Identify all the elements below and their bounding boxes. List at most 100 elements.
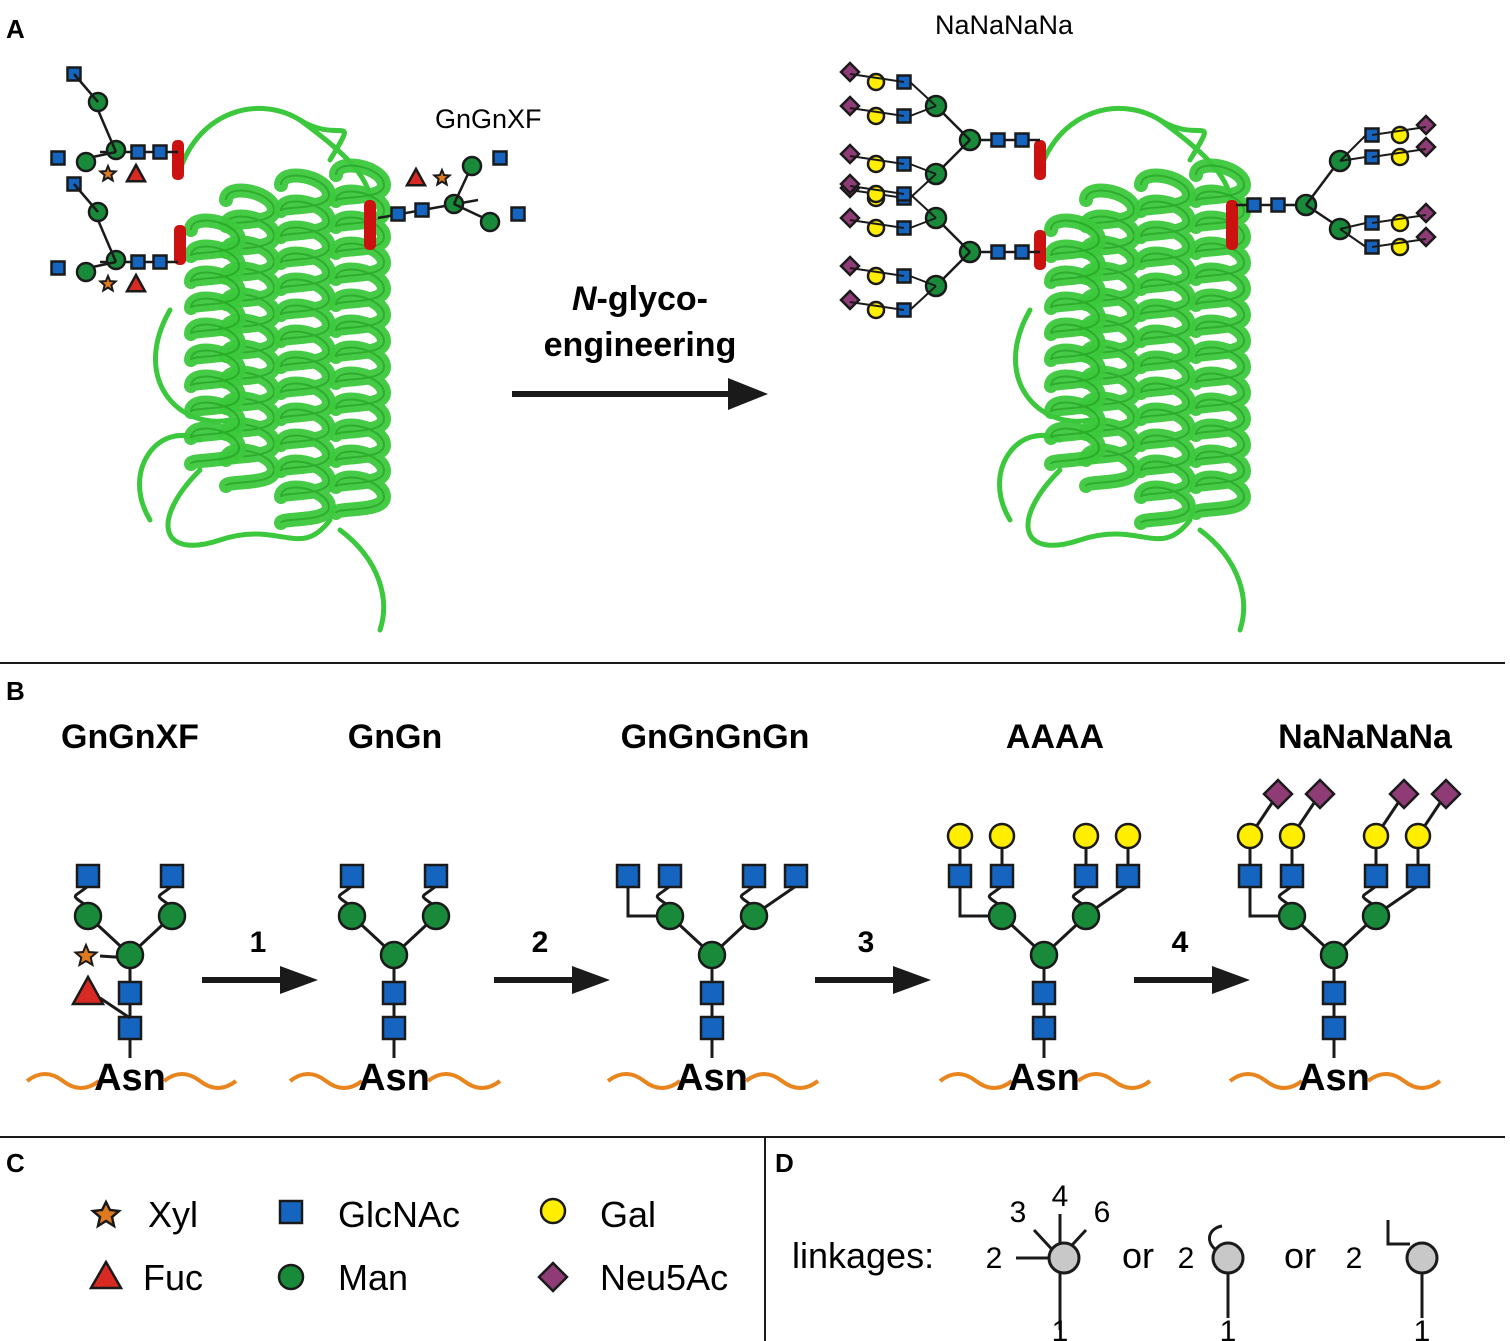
neu5ac-diamond-icon <box>1415 202 1437 224</box>
panel-letter-c: C <box>6 1148 25 1178</box>
man-circle-icon <box>75 151 97 173</box>
glcnac-square-icon <box>117 980 143 1006</box>
glcnac-square-icon <box>1014 132 1030 148</box>
legend-label-man: Man <box>338 1257 408 1298</box>
legend-glcnac: GlcNAc <box>278 1194 460 1235</box>
neu5ac-diamond-icon <box>1388 778 1420 810</box>
protein-loop <box>1037 105 1207 173</box>
man-circle-icon <box>987 901 1017 931</box>
glcnac-square-icon <box>657 863 683 889</box>
man-circle-icon <box>1361 901 1391 931</box>
glcnac-square-icon <box>339 863 365 889</box>
triangle-icon <box>88 1259 124 1290</box>
linkage-node-2 <box>1211 1241 1245 1275</box>
glcnac-square-icon <box>1031 980 1057 1006</box>
linkage-pos-2b: 2 <box>1178 1242 1195 1275</box>
glcnac-square-icon <box>130 254 146 270</box>
legend-label-neu5ac: Neu5Ac <box>600 1257 728 1298</box>
glycan-right-bottom <box>839 173 1040 320</box>
gal-circle-icon <box>1072 822 1100 850</box>
star-icon <box>90 1199 122 1229</box>
glcnac-square-icon <box>130 144 146 160</box>
glcnac-square-icon <box>1363 863 1389 889</box>
linkage-pos-1c: 1 <box>1414 1315 1431 1341</box>
glycosylation-site <box>1034 140 1046 180</box>
neu5ac-diamond-icon <box>839 95 861 117</box>
gal-circle-icon <box>1278 822 1306 850</box>
circle-icon <box>277 1263 305 1291</box>
glcnac-square-icon <box>510 206 526 222</box>
or-text-1: or <box>1122 1235 1154 1276</box>
arrow-label-line1: N-glyco- <box>572 280 708 318</box>
neu5ac-diamond-icon <box>839 143 861 165</box>
neu5ac-diamond-icon <box>1430 778 1462 810</box>
glycan-gngngngn <box>615 863 809 1058</box>
glcnac-square-icon <box>152 144 168 160</box>
xyl-star-icon <box>97 163 119 183</box>
glycan-left-top <box>50 66 178 183</box>
neu5ac-diamond-icon <box>1262 778 1294 810</box>
glcnac-square-icon <box>50 260 66 276</box>
gal-circle-icon <box>1404 822 1432 850</box>
protein-helix <box>184 213 247 471</box>
square-icon <box>278 1199 304 1225</box>
glcnac-square-icon <box>152 254 168 270</box>
legend-man: Man <box>277 1257 408 1298</box>
glcnac-square-icon <box>1246 197 1262 213</box>
structure-title-gngngngn: GnGnGnGn <box>621 718 810 756</box>
glcnac-square-icon <box>615 863 641 889</box>
man-circle-icon <box>461 155 483 177</box>
asn-label-3: Asn <box>676 1057 748 1099</box>
linkage-diagram-2: 2 1 <box>1178 1224 1245 1341</box>
asn-label-2: Asn <box>358 1057 430 1099</box>
panel-letter-b: B <box>6 676 25 706</box>
glcnac-square-icon <box>1321 980 1347 1006</box>
linkage-diagram-3: 2 1 <box>1346 1220 1439 1341</box>
glycosylation-site <box>1034 230 1046 270</box>
protein-loop <box>1025 467 1193 548</box>
glcnac-square-icon <box>1270 197 1286 213</box>
glcnac-square-icon <box>492 150 508 166</box>
asn-site-1: Asn <box>25 1057 238 1099</box>
neu5ac-diamond-icon <box>839 289 861 311</box>
legend-label-gal: Gal <box>600 1194 656 1235</box>
step-arrow-1: 1 <box>202 926 318 994</box>
protein-loop <box>1197 527 1247 633</box>
glcnac-square-icon <box>117 1015 143 1041</box>
man-circle-icon <box>73 901 103 931</box>
glycosylation-site <box>1226 200 1238 250</box>
man-circle-icon <box>157 901 187 931</box>
neu5ac-diamond-icon <box>839 207 861 229</box>
glcnac-square-icon <box>159 863 185 889</box>
glcnac-square-icon <box>1321 1015 1347 1041</box>
step-label-1: 1 <box>250 926 267 959</box>
protein-loop <box>1012 307 1093 424</box>
step-label-4: 4 <box>1172 926 1189 959</box>
step-label-3: 3 <box>858 926 875 959</box>
step-arrow-2: 2 <box>494 926 610 994</box>
protein-helix <box>1044 213 1107 471</box>
man-circle-icon <box>1071 901 1101 931</box>
glcnac-square-icon <box>1279 863 1305 889</box>
xyl-star-icon <box>431 167 453 187</box>
glcnac-square-icon <box>1405 863 1431 889</box>
gngnxf-label-a: GnGnXF <box>435 104 542 134</box>
nananana-label-a: NaNaNaNa <box>935 10 1074 40</box>
glycan-right-side <box>1236 114 1437 257</box>
gal-circle-icon <box>1114 822 1142 850</box>
glcnac-square-icon <box>1073 863 1099 889</box>
glcnac-square-icon <box>1031 1015 1057 1041</box>
gal-circle-icon <box>1362 822 1390 850</box>
glycan-right-top <box>839 61 1040 208</box>
glycan-gngn <box>337 863 451 1058</box>
glcnac-square-icon <box>390 206 406 222</box>
glcnac-square-icon <box>1014 244 1030 260</box>
glycan-left-bottom <box>50 176 178 293</box>
glcnac-square-icon <box>699 1015 725 1041</box>
man-circle-icon <box>337 901 367 931</box>
man-circle-icon <box>115 940 145 970</box>
structure-title-gngnxf: GnGnXF <box>61 718 199 756</box>
xyl-star-icon <box>97 273 119 293</box>
glcnac-square-icon <box>947 863 973 889</box>
gal-circle-icon <box>988 822 1016 850</box>
